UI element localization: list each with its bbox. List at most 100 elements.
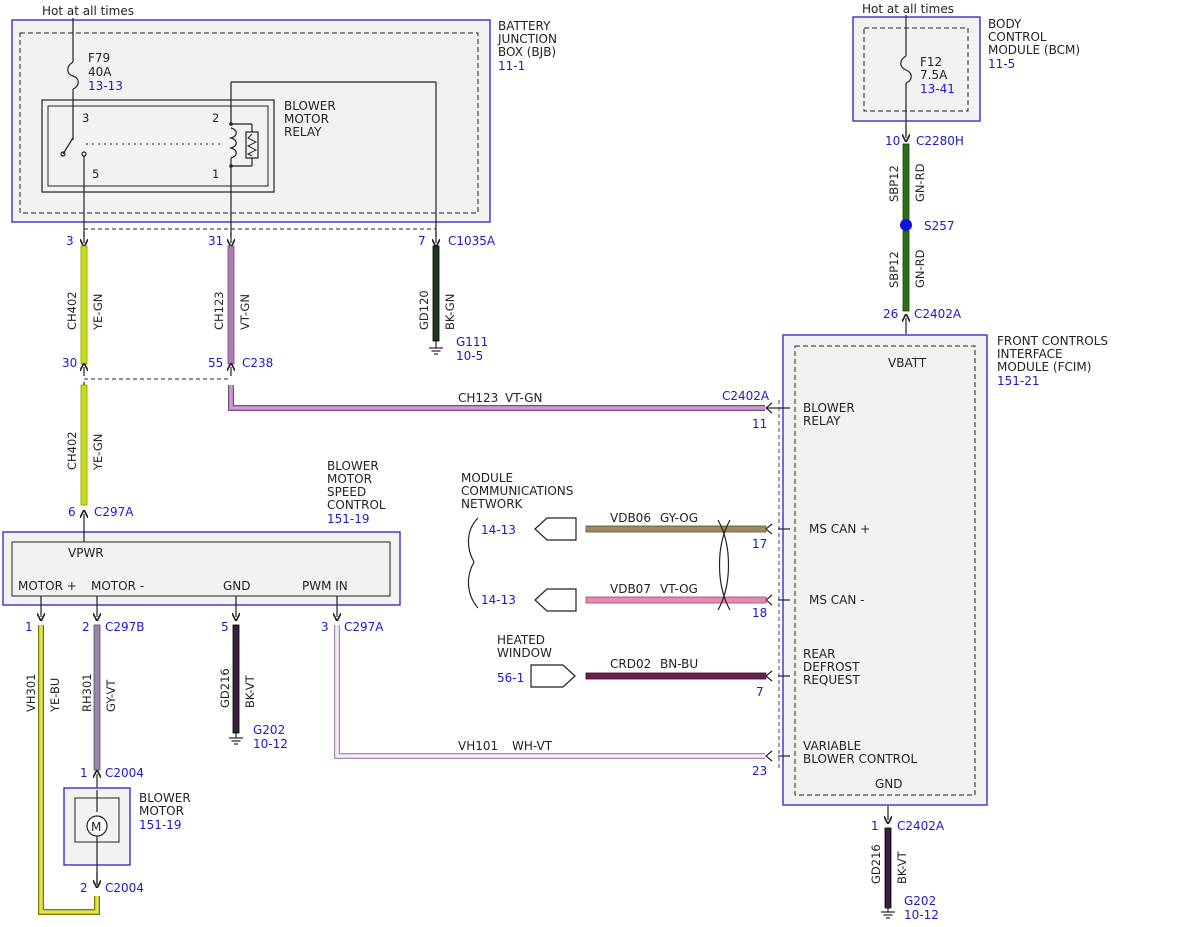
vdb07-connector-icon <box>534 588 577 612</box>
ch123-top-segment <box>227 245 235 365</box>
ch123-horizontal-color: VT-GN <box>505 391 542 405</box>
relay-pin-3: 3 <box>82 111 89 125</box>
wire-gd216-left: GD216 BK-VT G202 10-12 <box>218 624 288 751</box>
g202-right-ref: 10-12 <box>904 908 939 922</box>
f79-rating: 40A <box>88 65 112 79</box>
vh101-circuit: VH101 <box>458 739 498 753</box>
bjb-ref: 11-1 <box>498 59 525 73</box>
gd216-right-circuit: GD216 <box>869 844 883 884</box>
c2402a-mid-label: C2402A <box>722 389 770 403</box>
battery-junction-box: Hot at all times BATTERY JUNCTION BOX (B… <box>11 4 557 237</box>
g202-left-ground-icon <box>229 733 243 745</box>
sbp12-top-segment <box>902 143 910 223</box>
ch123-horizontal-fill <box>229 385 765 410</box>
bcm-hot-label: Hot at all times <box>862 2 954 16</box>
ch402-mid-segment <box>80 384 88 506</box>
vdb06-wire <box>585 525 767 533</box>
relay-title-line-1: BLOWER <box>284 99 336 113</box>
g202-right-label: G202 <box>904 894 936 908</box>
connector-c238: 30 55 C238 <box>62 356 273 380</box>
ch123-top-circuit: CH123 <box>212 291 226 330</box>
blower-motor-speed-control: BLOWER MOTOR SPEED CONTROL 151-19 VPWR M… <box>2 459 401 634</box>
fcim-variable-blower-2: BLOWER CONTROL <box>803 752 917 766</box>
fcim-outline <box>782 334 988 806</box>
c1035a-label: C1035A <box>448 234 496 248</box>
relay-pin-2: 2 <box>212 111 219 125</box>
gd120-color: BK-GN <box>443 294 457 330</box>
f12-ref: 13-41 <box>920 82 955 96</box>
wire-ch402-top: CH402 YE-GN <box>65 245 105 365</box>
c297a-pin-6: 6 <box>68 505 76 519</box>
f12-rating: 7.5A <box>920 68 948 82</box>
fcim-rear-defrost-2: DEFROST <box>803 660 860 674</box>
bjb-inner-dashed <box>19 32 479 214</box>
network-ref-minus: 14-13 <box>481 593 516 607</box>
c2402a-top-label: C2402A <box>914 307 962 321</box>
ch402-mid-color: YE-GN <box>91 434 105 471</box>
rh301-circuit: RH301 <box>80 673 94 712</box>
relay-title-line-3: RELAY <box>284 125 322 139</box>
fcim-blower-relay-1: BLOWER <box>803 401 855 415</box>
rh301-segment <box>93 624 101 771</box>
vh101-path-fill <box>335 625 765 758</box>
fcim-module: FRONT CONTROLS INTERFACE MODULE (FCIM) 1… <box>765 334 1108 806</box>
fcim-ground: 1 C2402A GD216 BK-VT G202 10-12 <box>869 806 945 922</box>
s257-splice <box>900 219 912 231</box>
vdb06-circuit: VDB06 <box>610 511 651 525</box>
sbp12-bottom-segment <box>902 230 910 312</box>
fcim-ms-can-minus: MS CAN - <box>809 593 865 607</box>
vh101-path-outline <box>334 625 765 759</box>
c2004-bottom-label: C2004 <box>105 881 144 895</box>
g202-left-label: G202 <box>253 723 285 737</box>
relay-pin-5: 5 <box>92 167 99 181</box>
bjb-hot-label: Hot at all times <box>42 4 134 18</box>
c2402a-bottom-label: C2402A <box>897 819 945 833</box>
sbp12-top-color: GN-RD <box>913 163 927 202</box>
fcim-ref: 151-21 <box>997 374 1040 388</box>
bcm-title-line-3: MODULE (BCM) <box>988 43 1080 57</box>
network-title-2: COMMUNICATIONS <box>461 484 573 498</box>
gd216-right-color: BK-VT <box>895 850 909 884</box>
bcm-ref: 11-5 <box>988 57 1015 71</box>
c2004-top-label: C2004 <box>105 766 144 780</box>
c297-pin-5: 5 <box>221 620 229 634</box>
c238-label: C238 <box>242 356 273 370</box>
speed-control-title-2: MOTOR <box>327 472 372 486</box>
vh301-path-outline <box>38 625 100 915</box>
relay-coil-icon <box>228 127 237 159</box>
wire-gd120: GD120 BK-GN G111 10-5 <box>417 245 488 363</box>
speed-control-ref: 151-19 <box>327 512 370 526</box>
blower-motor-title-1: BLOWER <box>139 791 191 805</box>
speed-control-motor-minus: MOTOR - <box>91 579 144 593</box>
vh301-circuit: VH301 <box>24 674 38 712</box>
fcim-rear-defrost-3: REQUEST <box>803 673 860 687</box>
f12-fuse-icon <box>900 55 912 84</box>
heated-window-title-2: WINDOW <box>497 646 552 660</box>
heated-window-title-1: HEATED <box>497 633 545 647</box>
bcm-inner-dashed <box>863 27 969 112</box>
g111-ground-icon <box>429 341 443 355</box>
speed-control-title-4: CONTROL <box>327 498 386 512</box>
network-title-1: MODULE <box>461 471 513 485</box>
g202-left-ref: 10-12 <box>253 737 288 751</box>
wire-ch123-top: CH123 VT-GN <box>212 245 252 365</box>
fcim-pin-17: 17 <box>752 537 767 551</box>
c297a-top-label: C297A <box>94 505 134 519</box>
f79-fuse-icon <box>67 61 79 90</box>
sbp12-bottom-circuit: SBP12 <box>887 251 901 288</box>
c2004-pin-2: 2 <box>80 881 88 895</box>
bjb-title-line-1: BATTERY <box>498 19 551 33</box>
fcim-pin-18: 18 <box>752 606 767 620</box>
wire-sbp12: SBP12 GN-RD S257 SBP12 GN-RD 26 C2402A <box>883 143 962 334</box>
g111-label: G111 <box>456 335 488 349</box>
twisted-pair-icon <box>717 519 731 611</box>
ch402-top-color: YE-GN <box>91 294 105 331</box>
gd120-segment <box>432 245 440 342</box>
f12-name: F12 <box>920 55 942 69</box>
fcim-gnd: GND <box>875 777 903 791</box>
fcim-ms-can-plus: MS CAN + <box>809 522 870 536</box>
module-communications-network: MODULE COMMUNICATIONS NETWORK 14-13 14-1… <box>461 471 767 620</box>
vdb06-connector-icon <box>534 517 577 541</box>
crd02-connector-icon <box>530 664 576 688</box>
relay-outer-box <box>41 99 275 193</box>
